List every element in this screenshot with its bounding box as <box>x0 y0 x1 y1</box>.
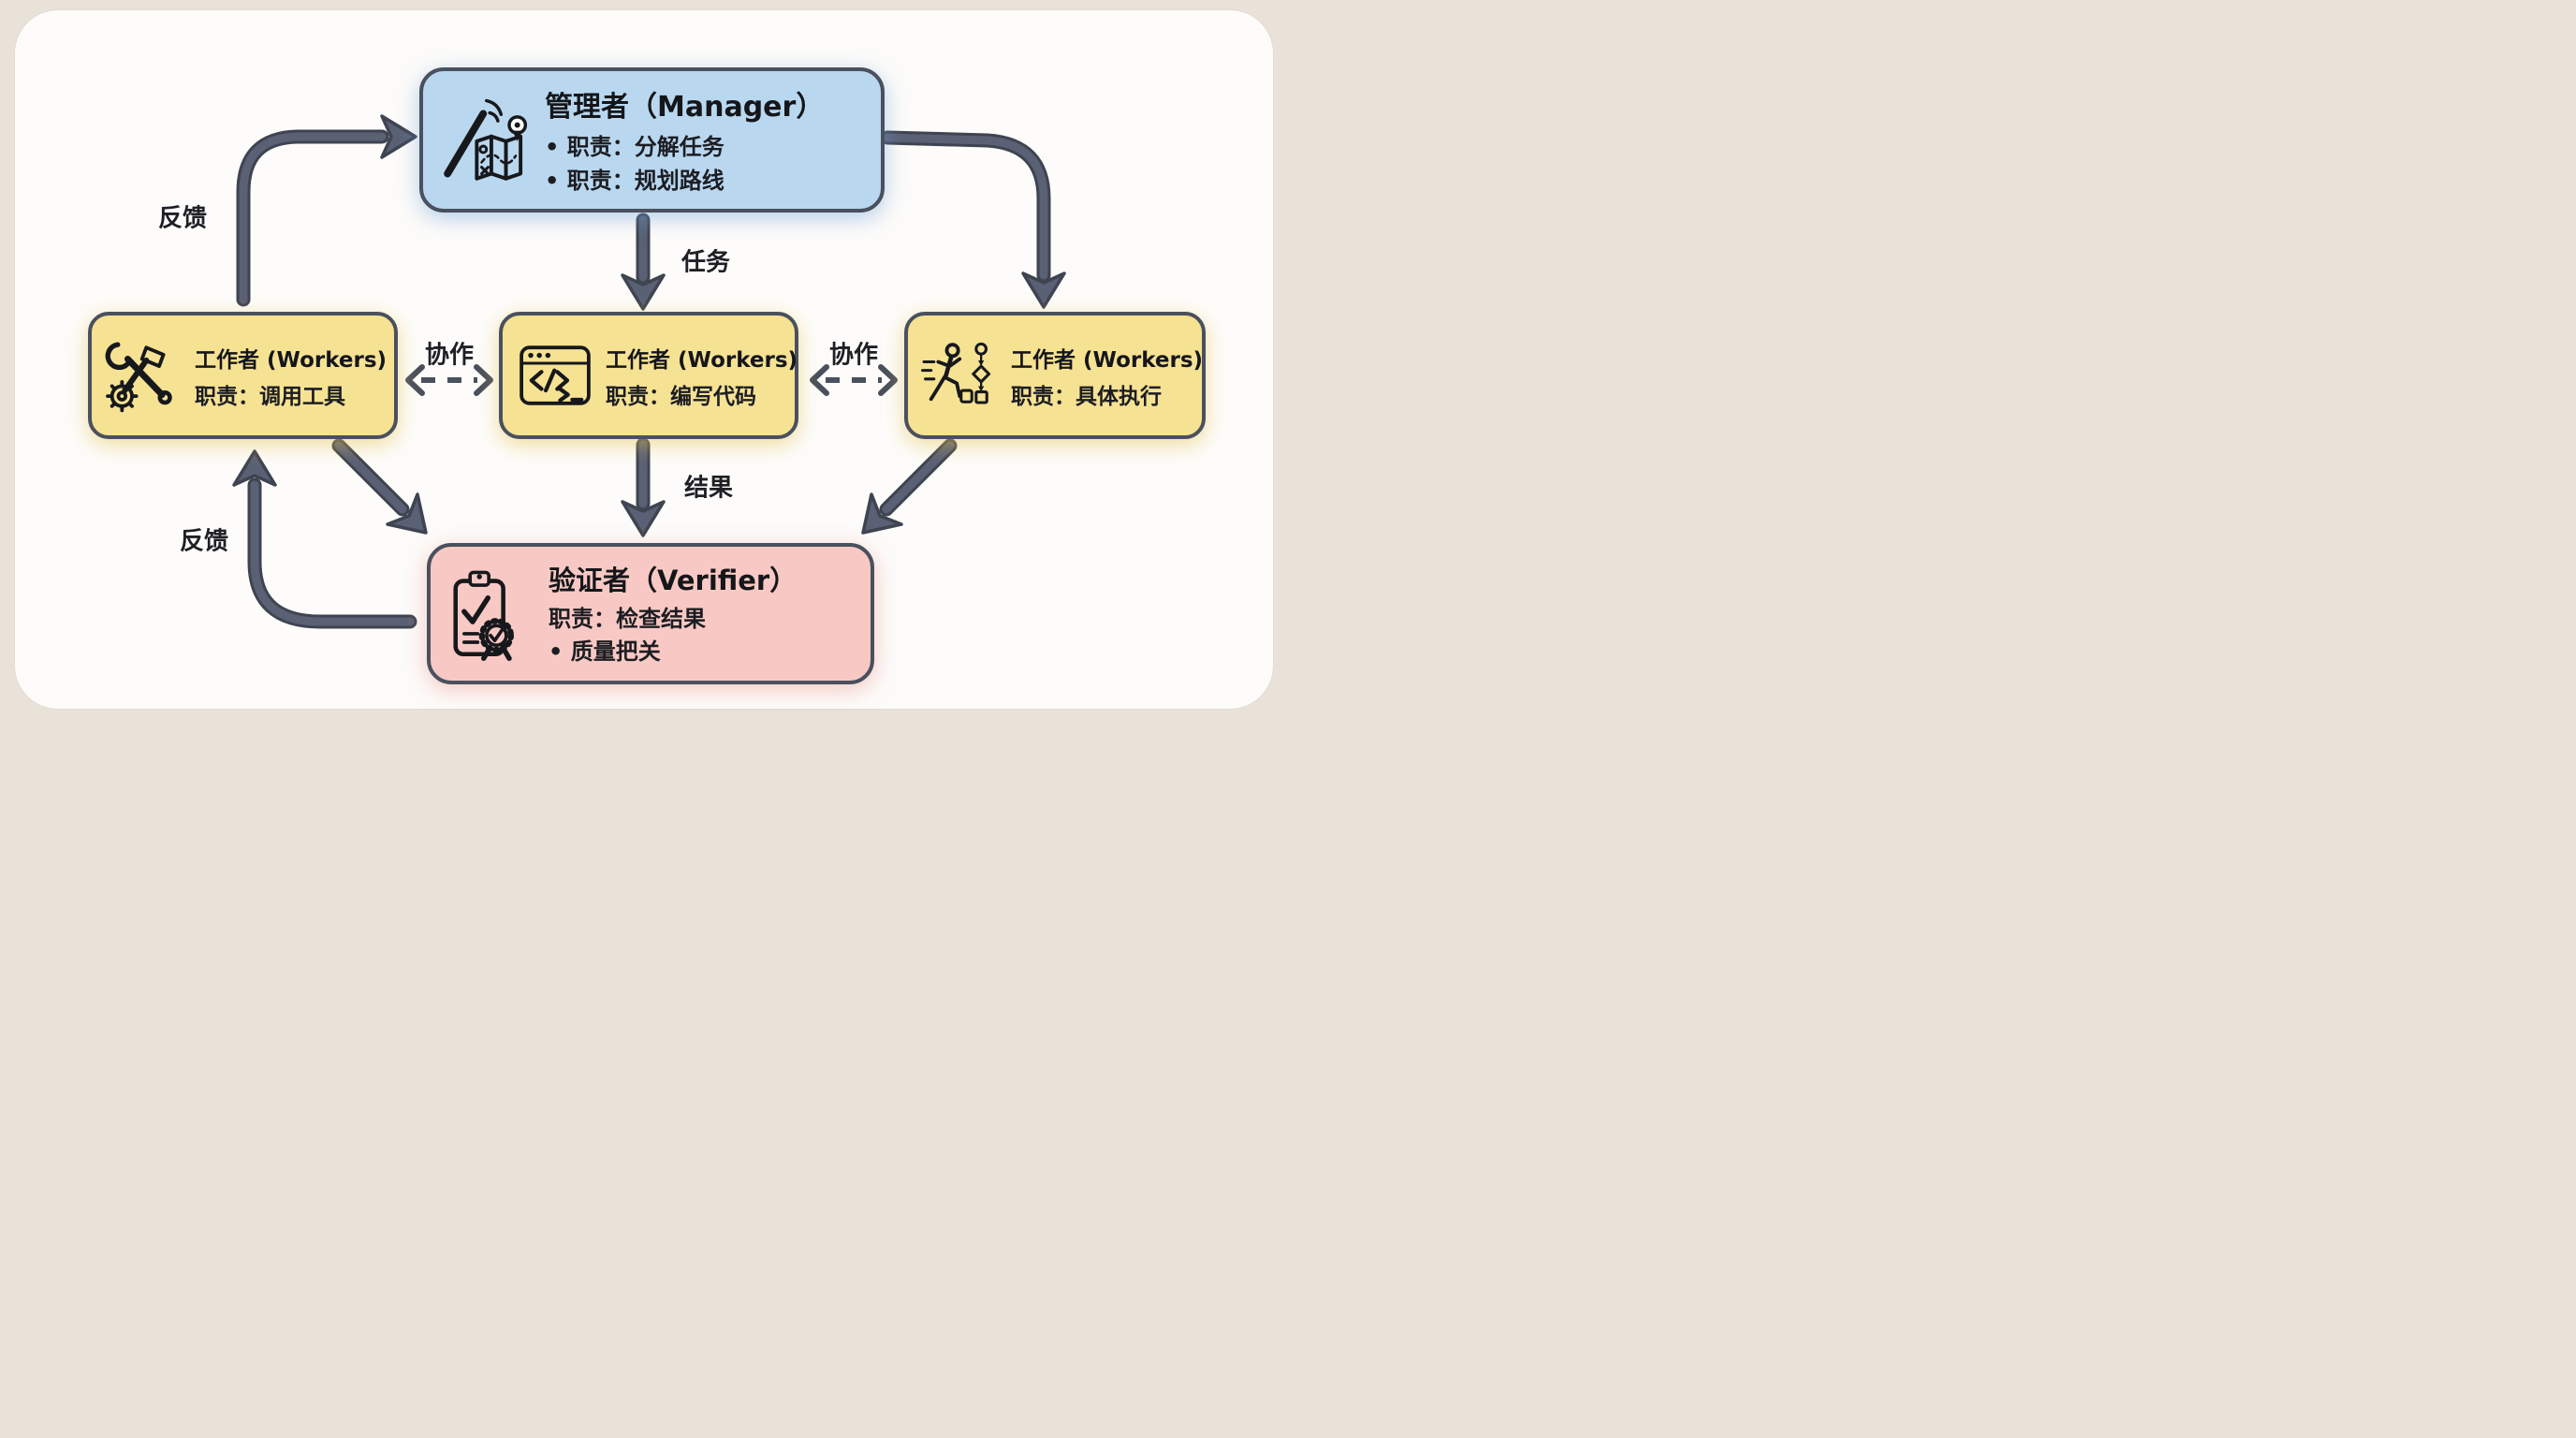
manager-duty-2: • 职责：规划路线 <box>545 167 724 194</box>
manager-duty-1: • 职责：分解任务 <box>545 133 724 160</box>
diagram-stage: 管理者（Manager） • 职责：分解任务 • 职责：规划路线 <box>0 0 1288 719</box>
worker-exec-title: 工作者 (Workers) <box>1011 347 1204 373</box>
wrench-hammer-gear-icon <box>105 336 183 415</box>
worker-tools-duty: 职责：调用工具 <box>195 384 345 409</box>
verifier-duty-1: 职责：检查结果 <box>549 606 706 633</box>
manager-node: 管理者（Manager） • 职责：分解任务 • 职责：规划路线 <box>419 67 885 213</box>
manager-title: 管理者（Manager） <box>545 90 825 124</box>
verifier-title: 验证者（Verifier） <box>549 565 798 597</box>
verifier-node: 验证者（Verifier） 职责：检查结果 • 质量把关 <box>427 543 874 684</box>
worker-code-node: 工作者 (Workers) 职责：编写代码 <box>499 312 798 439</box>
worker-exec-duty: 职责：具体执行 <box>1011 384 1162 409</box>
clipboard-badge-icon <box>444 565 537 663</box>
worker-tools-title: 工作者 (Workers) <box>195 347 388 373</box>
worker-code-duty: 职责：编写代码 <box>606 384 756 409</box>
runner-flowchart-icon <box>921 336 1000 415</box>
worker-code-title: 工作者 (Workers) <box>606 347 798 373</box>
worker-tools-node: 工作者 (Workers) 职责：调用工具 <box>88 312 398 439</box>
edge-label-collab-left: 协作 <box>424 341 475 370</box>
verifier-duty-2: • 质量把关 <box>549 638 661 665</box>
worker-exec-node: 工作者 (Workers) 职责：具体执行 <box>904 312 1206 439</box>
code-window-icon <box>516 336 594 415</box>
edge-label-feedback-top: 反馈 <box>157 204 208 233</box>
edge-label-result: 结果 <box>683 474 734 503</box>
edge-label-collab-right: 协作 <box>828 341 879 370</box>
edge-label-feedback-bottom: 反馈 <box>179 527 229 556</box>
wand-and-map-icon <box>436 94 534 187</box>
edge-label-task: 任务 <box>681 248 731 277</box>
